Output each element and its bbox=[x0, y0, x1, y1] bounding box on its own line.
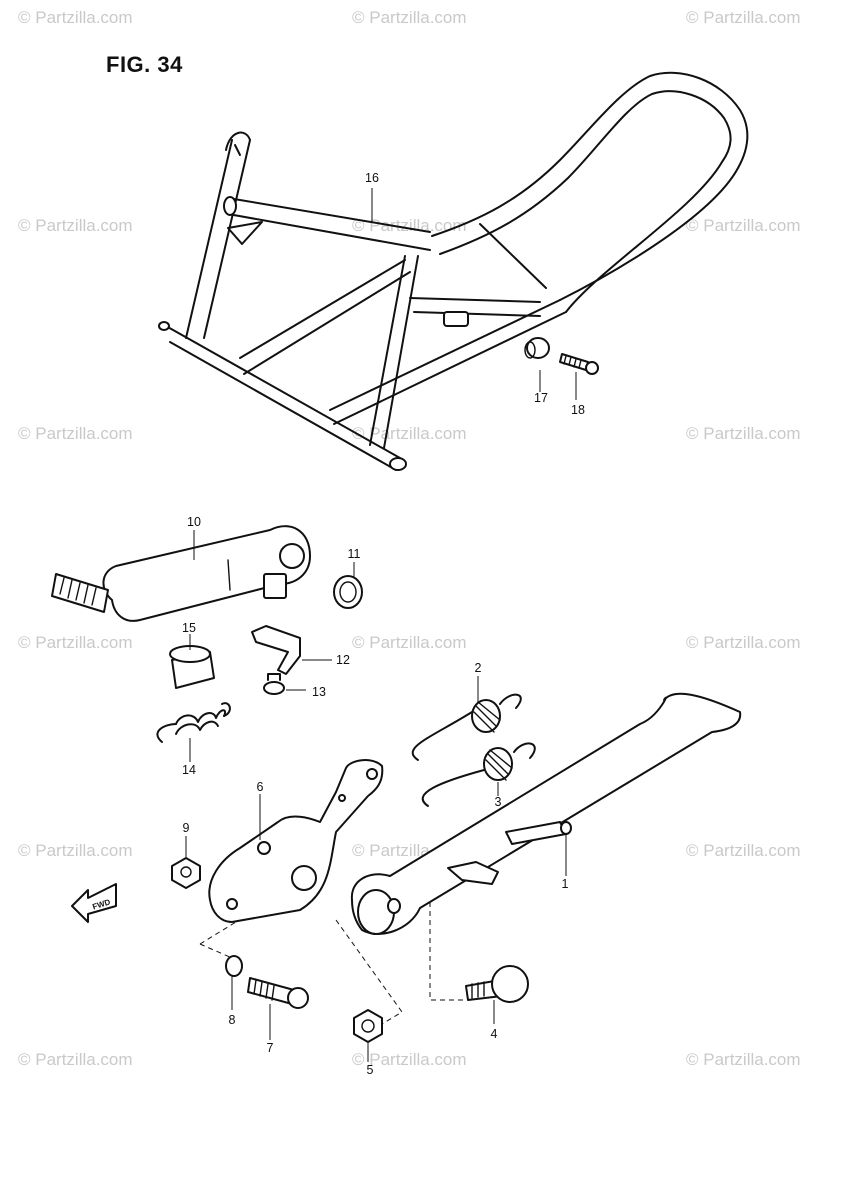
callout-9: 9 bbox=[182, 821, 190, 835]
small-washer bbox=[225, 955, 243, 977]
center-stand-frame bbox=[158, 71, 749, 471]
watermark: © Partzilla.com bbox=[18, 1050, 133, 1069]
callout-10: 10 bbox=[187, 515, 201, 529]
callout-5: 5 bbox=[366, 1063, 374, 1077]
callout-2: 2 bbox=[474, 661, 482, 675]
spring-2 bbox=[411, 693, 522, 761]
callout-6: 6 bbox=[256, 780, 264, 794]
callout-3: 3 bbox=[494, 795, 502, 809]
watermark: © Partzilla.com bbox=[18, 8, 133, 27]
flange-nut bbox=[171, 857, 201, 889]
spacer bbox=[169, 645, 215, 689]
callout-7: 7 bbox=[266, 1041, 274, 1055]
pivot-bolt bbox=[465, 965, 529, 1003]
watermark: © Partzilla.com bbox=[352, 1050, 467, 1069]
washer bbox=[333, 575, 363, 609]
watermark: © Partzilla.com bbox=[352, 216, 467, 235]
callout-8: 8 bbox=[228, 1013, 236, 1027]
callout-12: 12 bbox=[336, 653, 350, 667]
callout-14: 14 bbox=[182, 763, 196, 777]
callout-1: 1 bbox=[561, 877, 569, 891]
watermark: © Partzilla.com bbox=[686, 216, 801, 235]
watermark: © Partzilla.com bbox=[686, 8, 801, 27]
watermark: © Partzilla.com bbox=[686, 1050, 801, 1069]
side-stand bbox=[350, 692, 742, 935]
callout-18: 18 bbox=[571, 403, 585, 417]
callout-4: 4 bbox=[490, 1027, 498, 1041]
watermark: © Partzilla.com bbox=[686, 633, 801, 652]
watermark: © Partzilla.com bbox=[686, 841, 801, 860]
callout-11: 11 bbox=[347, 547, 361, 561]
watermark: © Partzilla.com bbox=[18, 633, 133, 652]
nut bbox=[353, 1009, 383, 1043]
watermark: © Partzilla.com bbox=[18, 424, 133, 443]
screw bbox=[263, 673, 285, 695]
return-spring bbox=[156, 702, 231, 743]
bolt bbox=[559, 353, 599, 375]
callout-17: 17 bbox=[534, 391, 548, 405]
stand-bracket bbox=[208, 759, 384, 923]
bracket-bolt bbox=[247, 977, 309, 1009]
fwd-arrow-icon: FWD bbox=[71, 883, 117, 923]
callout-16: 16 bbox=[365, 171, 379, 185]
watermark: © Partzilla.com bbox=[352, 424, 467, 443]
watermark: © Partzilla.com bbox=[18, 216, 133, 235]
stopper-plate bbox=[251, 625, 301, 675]
watermark: © Partzilla.com bbox=[18, 841, 133, 860]
watermark: © Partzilla.com bbox=[686, 424, 801, 443]
callout-15: 15 bbox=[182, 621, 196, 635]
callout-13: 13 bbox=[312, 685, 326, 699]
watermark: © Partzilla.com bbox=[352, 633, 467, 652]
spring-3 bbox=[421, 742, 536, 807]
figure-title: FIG. 34 bbox=[106, 52, 183, 77]
brake-pedal bbox=[51, 525, 311, 622]
watermark: © Partzilla.com bbox=[352, 8, 467, 27]
bush bbox=[524, 337, 550, 359]
